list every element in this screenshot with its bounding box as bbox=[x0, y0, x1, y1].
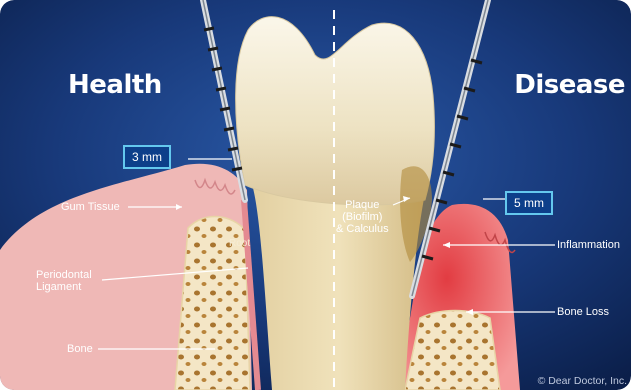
root-label: Root bbox=[229, 238, 250, 250]
health-heading: Health bbox=[68, 70, 162, 100]
pocket-depth-disease-badge: 5 mm bbox=[505, 191, 553, 215]
plaque-label-line2: (Biofilm) bbox=[336, 211, 389, 223]
gum-tissue-label: Gum Tissue bbox=[61, 201, 120, 213]
periodontal-label-line2: Ligament bbox=[36, 281, 92, 293]
inflammation-label: Inflammation bbox=[557, 239, 620, 251]
pocket-depth-healthy-badge: 3 mm bbox=[123, 145, 171, 169]
periodontal-ligament-label: Periodontal Ligament bbox=[36, 269, 92, 293]
copyright-notice: © Dear Doctor, Inc. bbox=[538, 375, 627, 387]
bone-label: Bone bbox=[67, 343, 93, 355]
bone-loss-label: Bone Loss bbox=[557, 306, 609, 318]
disease-heading: Disease bbox=[514, 70, 625, 100]
bone-loss bbox=[405, 311, 500, 390]
plaque-calculus-label: Plaque (Biofilm) & Calculus bbox=[336, 199, 389, 235]
plaque-label-line3: & Calculus bbox=[336, 223, 389, 235]
periodontal-label-line1: Periodontal bbox=[36, 269, 92, 281]
plaque-label-line1: Plaque bbox=[336, 199, 389, 211]
